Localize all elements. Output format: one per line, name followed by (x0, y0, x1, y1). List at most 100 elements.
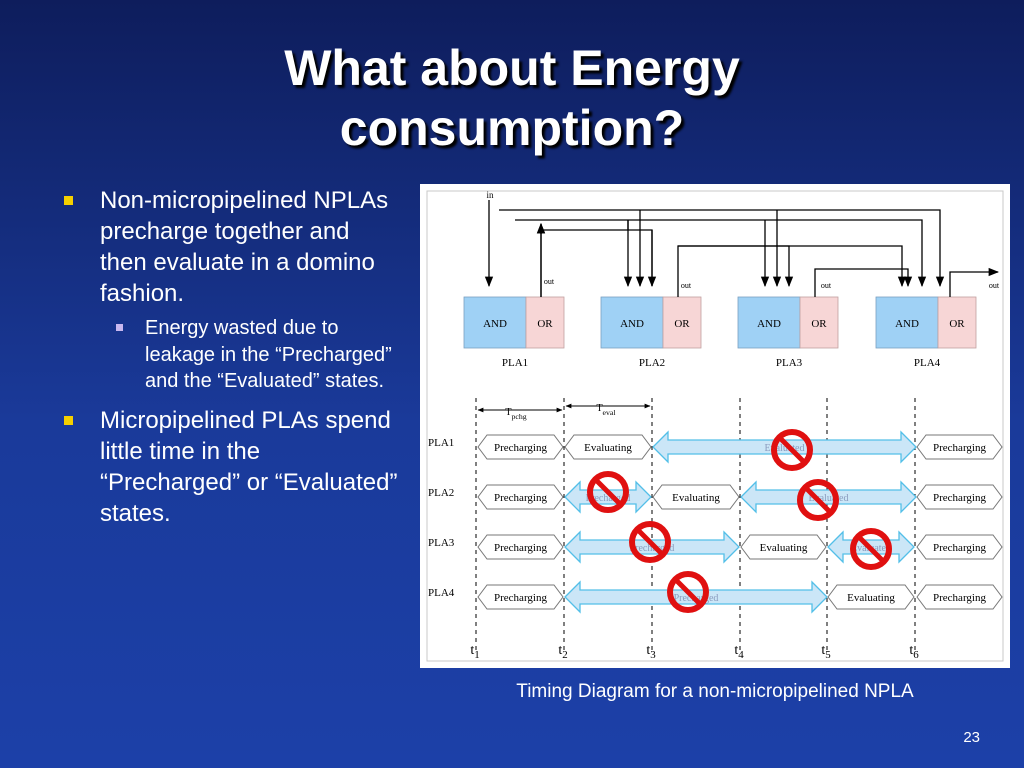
prohibited-icon-slash (857, 535, 885, 563)
prohibited-icon (850, 528, 892, 570)
prohibited-icon-slash (594, 478, 622, 506)
evaluated-idle-arrow (652, 430, 917, 464)
precharging-state-text: Precharging (933, 542, 986, 554)
precharged-idle-arrow (564, 480, 652, 514)
evaluated-idle-arrow-text: Evaluated (809, 493, 849, 504)
or-label: OR (949, 318, 965, 330)
timing-row-label: PLA1 (428, 437, 454, 449)
diagram-frame (426, 190, 1004, 662)
bullet-item-1: Non-micropipelined NPLAs precharge toget… (62, 185, 402, 309)
output-feed-line (677, 245, 794, 297)
prohibited-icon (629, 521, 671, 563)
prohibited-icon-slash (674, 578, 702, 606)
or-plane-block (937, 296, 977, 349)
diagram-panel: AND OR PLA1 AND OR PLA2 AND OR PLA3 AND OR PLA4 in ou… (420, 184, 1010, 668)
timing-row-label: PLA2 (428, 487, 454, 499)
evaluating-state (652, 484, 740, 510)
and-label: AND (620, 318, 644, 330)
time-label: t6 (909, 643, 919, 661)
precharging-state-text: Precharging (494, 592, 547, 604)
slide-title: What about Energy consumption? (0, 38, 1024, 158)
input-bus-line (499, 209, 945, 288)
precharging-state (477, 534, 564, 560)
prohibited-icon-slash (778, 436, 806, 464)
prohibited-icon (587, 471, 629, 513)
precharging-state (477, 584, 564, 610)
sub-bullet-square-icon (116, 324, 123, 331)
bullet-list: Non-micropipelined NPLAs precharge toget… (62, 185, 402, 535)
or-plane-block (799, 296, 839, 349)
evaluated-idle-arrow-text: Evaluated (765, 443, 805, 454)
bullet-text-2: Micropipelined PLAs spend little time in… (100, 406, 398, 527)
evaluating-state-text: Evaluating (672, 492, 720, 504)
precharging-state (916, 484, 1003, 510)
page-number: 23 (963, 729, 980, 746)
timing-row-label: PLA3 (428, 537, 455, 549)
sub-bullet-item-1: Energy wasted due to leakage in the “Pre… (62, 315, 402, 395)
precharging-state (477, 484, 564, 510)
precharging-state (477, 434, 564, 460)
bullet-square-icon (64, 415, 73, 425)
prohibited-icon (667, 571, 709, 613)
precharging-state-text: Precharging (933, 492, 986, 504)
pla4-output-line (949, 267, 1000, 297)
or-plane-block (525, 296, 565, 349)
evaluating-state (827, 584, 915, 610)
and-label: AND (895, 318, 919, 330)
timing-diagram: AND OR PLA1 AND OR PLA2 AND OR PLA3 AND OR PLA4 in ou… (426, 190, 1004, 662)
input-bus-line (515, 219, 927, 288)
output-label-pla1: out (544, 277, 555, 286)
title-line-1: What about Energy (284, 40, 740, 96)
precharged-idle-arrow-text: Precharged (630, 543, 675, 554)
pla-name-label: PLA4 (914, 357, 941, 369)
evaluating-state-text: Evaluating (760, 542, 808, 554)
sub-bullet-text-1: Energy wasted due to leakage in the “Pre… (145, 317, 392, 392)
evaluating-state (740, 534, 827, 560)
output-feed-line (678, 245, 907, 288)
time-label: t5 (821, 643, 831, 661)
and-plane-block (875, 296, 939, 349)
prohibited-icon-slash (636, 528, 664, 556)
or-label: OR (811, 318, 827, 330)
timing-row-label: PLA4 (428, 587, 455, 599)
output-label-pla4: out (989, 281, 1000, 290)
and-plane-block (737, 296, 801, 349)
prohibited-icon-slash (804, 486, 832, 514)
diagram-caption: Timing Diagram for a non-micropipelined … (516, 681, 914, 702)
evaluating-state-text: Evaluating (584, 442, 632, 454)
precharged-idle-arrow-text: Precharged (586, 493, 631, 504)
and-label: AND (483, 318, 507, 330)
output-feed-line (814, 268, 913, 297)
pla-name-label: PLA2 (639, 357, 665, 369)
output-feed-line (540, 229, 653, 297)
output-label-pla2: out (681, 281, 692, 290)
or-label: OR (674, 318, 690, 330)
evaluating-state-text: Evaluating (847, 592, 895, 604)
evaluating-state (564, 434, 652, 460)
prohibited-icon (771, 429, 813, 471)
and-plane-block (463, 296, 527, 349)
and-label: AND (757, 318, 781, 330)
precharging-state (916, 584, 1003, 610)
precharging-state-text: Precharging (494, 492, 547, 504)
bullet-item-2: Micropipelined PLAs spend little time in… (62, 405, 402, 529)
pla-name-label: PLA1 (502, 357, 528, 369)
title-line-2: consumption? (339, 100, 685, 156)
t-pchg-label: Tpchg (505, 407, 526, 421)
precharging-state-text: Precharging (933, 592, 986, 604)
t-eval-label: Teval (596, 403, 616, 417)
precharging-state (916, 534, 1003, 560)
precharging-state-text: Precharging (494, 542, 547, 554)
bullet-text-1: Non-micropipelined NPLAs precharge toget… (100, 187, 389, 307)
input-label: in (486, 190, 494, 200)
pla-name-label: PLA3 (776, 357, 803, 369)
evaluated-idle-arrow (740, 480, 917, 514)
time-label: t1 (470, 643, 479, 661)
output-label-pla3: out (821, 281, 832, 290)
precharging-state-text: Precharging (933, 442, 986, 454)
precharging-state-text: Precharging (494, 442, 547, 454)
or-label: OR (537, 318, 553, 330)
or-plane-block (662, 296, 702, 349)
time-label: t3 (646, 643, 656, 661)
time-label: t2 (558, 643, 567, 661)
